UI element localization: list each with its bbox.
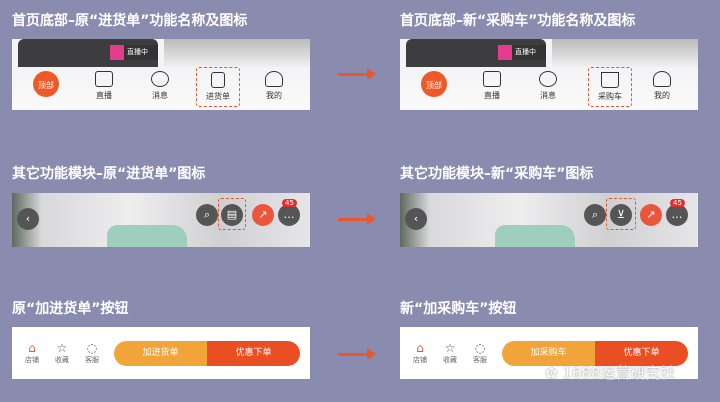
row3-left-title: 原“加进货单”按钮: [12, 301, 129, 317]
wechat-icon: ✿: [545, 364, 563, 382]
tab-messages[interactable]: 消息: [138, 71, 182, 101]
row2-left-title: 其它功能模块–原“进货单”图标: [12, 166, 206, 182]
tab-top[interactable]: 顶部: [421, 71, 447, 97]
buy-button[interactable]: 优惠下单: [207, 341, 300, 366]
tab-live[interactable]: 直播: [82, 71, 126, 101]
live-badge: 直播中: [498, 45, 546, 60]
chat-icon: [151, 71, 169, 87]
header-icons-new: ‹ ⌕ ⊻ ↗ … 45: [400, 193, 698, 247]
chat-icon: [539, 71, 557, 87]
shopping-cart-icon[interactable]: ⊻: [610, 204, 632, 226]
tab-mine[interactable]: 我的: [640, 71, 684, 101]
buy-button[interactable]: 优惠下单: [595, 341, 688, 366]
watermark: ✿ 1688运营研究社: [545, 364, 676, 382]
tab-cart-new[interactable]: 采购车: [588, 67, 632, 107]
shop-icon: ⌂: [28, 341, 36, 355]
clipboard-icon[interactable]: ▤: [221, 204, 243, 226]
bottom-tabbar-new: 直播中 顶部 直播 消息 采购车 我的: [400, 39, 698, 110]
video-icon: [483, 71, 501, 87]
live-thumbnail: 直播中: [18, 39, 158, 67]
shopping-cart-icon: [601, 72, 619, 88]
row1-left-title: 首页底部–原“进货单”功能名称及图标: [12, 13, 248, 29]
star-icon: ☆: [444, 341, 456, 355]
row2-right-title: 其它功能模块–新“采购车”图标: [400, 166, 594, 182]
row3-right-title: 新“加采购车”按钮: [400, 301, 517, 317]
action-bar-new: ⌂店铺 ☆收藏 ◌客服 加采购车 优惠下单: [400, 327, 698, 379]
back-button[interactable]: ‹: [17, 208, 39, 230]
star-icon: ☆: [56, 341, 68, 355]
arrow-icon: [338, 213, 376, 225]
notification-badge: 45: [670, 199, 685, 207]
service-icon: ◌: [86, 341, 98, 355]
tab-cart-old[interactable]: 进货单: [196, 67, 240, 107]
add-to-cart-button[interactable]: 加采购车: [502, 341, 595, 366]
add-to-cart-button[interactable]: 加进货单: [114, 341, 207, 366]
product-thumbnail: [552, 39, 698, 67]
favorite-button[interactable]: ☆收藏: [47, 341, 77, 365]
user-icon: [653, 71, 671, 87]
share-button[interactable]: ↗: [640, 204, 662, 226]
tab-live[interactable]: 直播: [470, 71, 514, 101]
product-thumbnail: [164, 39, 310, 67]
row1-right-title: 首页底部–新“采购车”功能名称及图标: [400, 13, 636, 29]
tab-top[interactable]: 顶部: [33, 71, 59, 97]
action-bar-old: ⌂店铺 ☆收藏 ◌客服 加进货单 优惠下单: [12, 327, 310, 379]
notification-badge: 45: [282, 199, 297, 207]
share-button[interactable]: ↗: [252, 204, 274, 226]
shop-button[interactable]: ⌂店铺: [17, 341, 47, 365]
shop-button[interactable]: ⌂店铺: [405, 341, 435, 365]
service-button[interactable]: ◌客服: [465, 341, 495, 365]
service-icon: ◌: [474, 341, 486, 355]
back-button[interactable]: ‹: [405, 208, 427, 230]
tab-messages[interactable]: 消息: [526, 71, 570, 101]
arrow-icon: [338, 68, 376, 80]
search-button[interactable]: ⌕: [196, 204, 218, 226]
arrow-icon: [338, 348, 376, 360]
favorite-button[interactable]: ☆收藏: [435, 341, 465, 365]
live-badge: 直播中: [110, 45, 158, 60]
live-thumbnail: 直播中: [406, 39, 546, 67]
shop-icon: ⌂: [416, 341, 424, 355]
more-button[interactable]: …: [278, 204, 300, 226]
user-icon: [265, 71, 283, 87]
header-icons-old: ‹ ⌕ ▤ ↗ … 45: [12, 193, 310, 247]
bottom-tabbar-old: 直播中 顶部 直播 消息 进货单 我的: [12, 39, 310, 110]
more-button[interactable]: …: [666, 204, 688, 226]
tab-mine[interactable]: 我的: [252, 71, 296, 101]
service-button[interactable]: ◌客服: [77, 341, 107, 365]
search-button[interactable]: ⌕: [584, 204, 606, 226]
video-icon: [95, 71, 113, 87]
clipboard-icon: [211, 72, 225, 88]
